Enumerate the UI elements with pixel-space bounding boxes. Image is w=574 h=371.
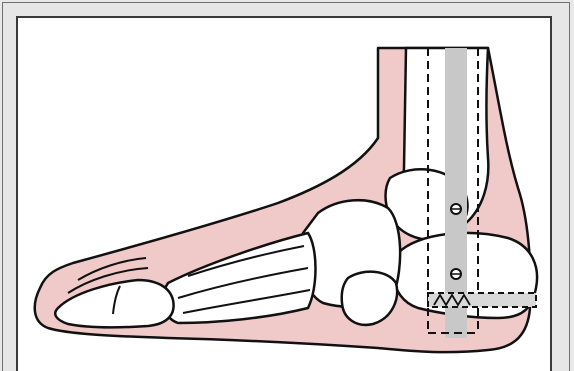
illustration-panel [16, 16, 552, 371]
transverse-screw [428, 293, 536, 307]
foot-illustration [18, 18, 550, 371]
